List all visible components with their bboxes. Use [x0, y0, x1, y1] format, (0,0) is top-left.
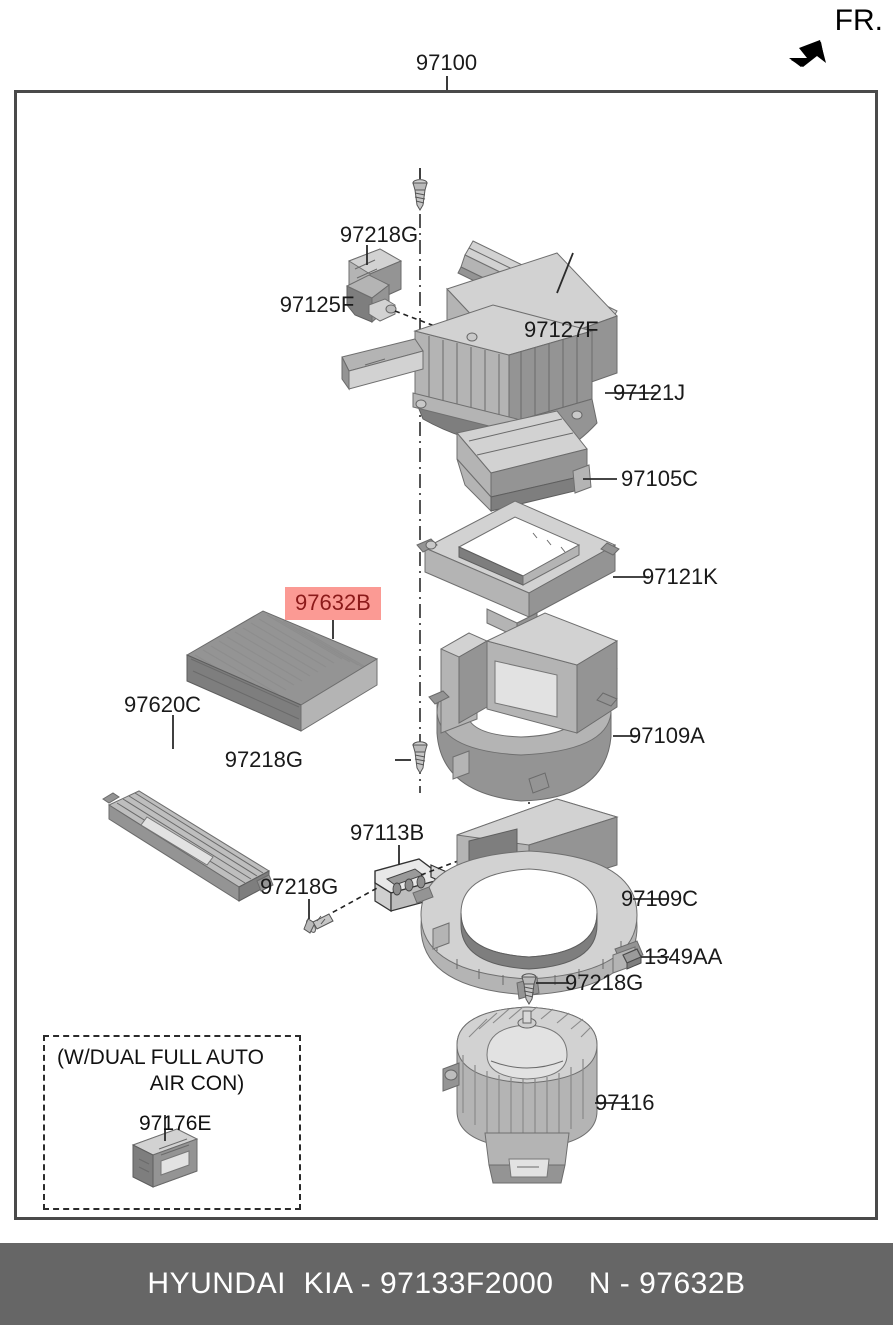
part-97176E-ionizer — [131, 1128, 199, 1188]
part-97218G-screw-bottom — [521, 973, 537, 1005]
label-97121J: 97121J — [613, 380, 686, 405]
label-97109A: 97109A — [629, 723, 705, 748]
label-97127F: 97127F — [524, 317, 599, 342]
assembly-number-label: 97100 — [0, 50, 893, 76]
part-97218G-screw-top — [412, 179, 428, 211]
label-97116: 97116 — [595, 1090, 655, 1115]
part-97218G-screw-mid — [412, 741, 428, 774]
label-97218G-top: 97218G — [339, 222, 419, 247]
label-97218G-mid: 97218G — [224, 747, 303, 772]
part-97109A-housing-upper — [428, 612, 619, 802]
label-97105C: 97105C — [621, 466, 699, 491]
direction-label: FR. — [834, 4, 883, 37]
part-97116-blower-motor — [442, 1006, 598, 1184]
assembly-leader-line — [446, 76, 448, 92]
assembly-number-text: 97100 — [415, 50, 478, 75]
label-1349AA: 1349AA — [644, 944, 723, 969]
part-97121K-case-frame — [416, 500, 620, 638]
arrow-up-right-icon — [789, 40, 826, 67]
part-1349AA-clip — [622, 948, 642, 970]
footer-part-reference: HYUNDAI KIA - 97133F2000 N - 97632B — [147, 1267, 746, 1300]
label-97218G-left: 97218G — [260, 874, 339, 899]
note-line-1: (W/DUAL FULL AUTO — [57, 1046, 264, 1069]
direction-indicator: FR. — [775, 6, 885, 68]
label-97125F: 97125F — [279, 292, 355, 317]
label-97109C: 97109C — [621, 886, 699, 911]
footer-bar: HYUNDAI KIA - 97133F2000 N - 97632B — [0, 1243, 893, 1325]
leader-lines — [164, 168, 669, 1141]
part-97620C-filter-cover — [102, 790, 274, 902]
part-97218G-screw-left — [303, 913, 334, 934]
part-97125F-actuator — [345, 248, 403, 324]
label-97632B-highlighted: 97632B — [285, 587, 381, 620]
diagram-frame: 97218G 97125F 97127F 97121J 97105C 97121… — [14, 90, 878, 1220]
label-97218G-bottom: 97218G — [565, 970, 644, 995]
label-97113B: 97113B — [350, 820, 425, 845]
note-line-2: AIR CON) — [149, 1072, 245, 1095]
label-97176E: 97176E — [139, 1112, 212, 1135]
part-97113B-resistor — [374, 858, 450, 913]
diagram-artwork — [102, 168, 669, 1188]
part-97109C-housing-lower — [412, 798, 644, 1000]
label-97121K: 97121K — [642, 564, 718, 589]
label-97620C: 97620C — [124, 692, 202, 717]
dual-auto-aircon-note-box: (W/DUAL FULL AUTO AIR CON) 97176E — [43, 1035, 301, 1210]
part-97632B-cabin-air-filter — [185, 610, 379, 732]
